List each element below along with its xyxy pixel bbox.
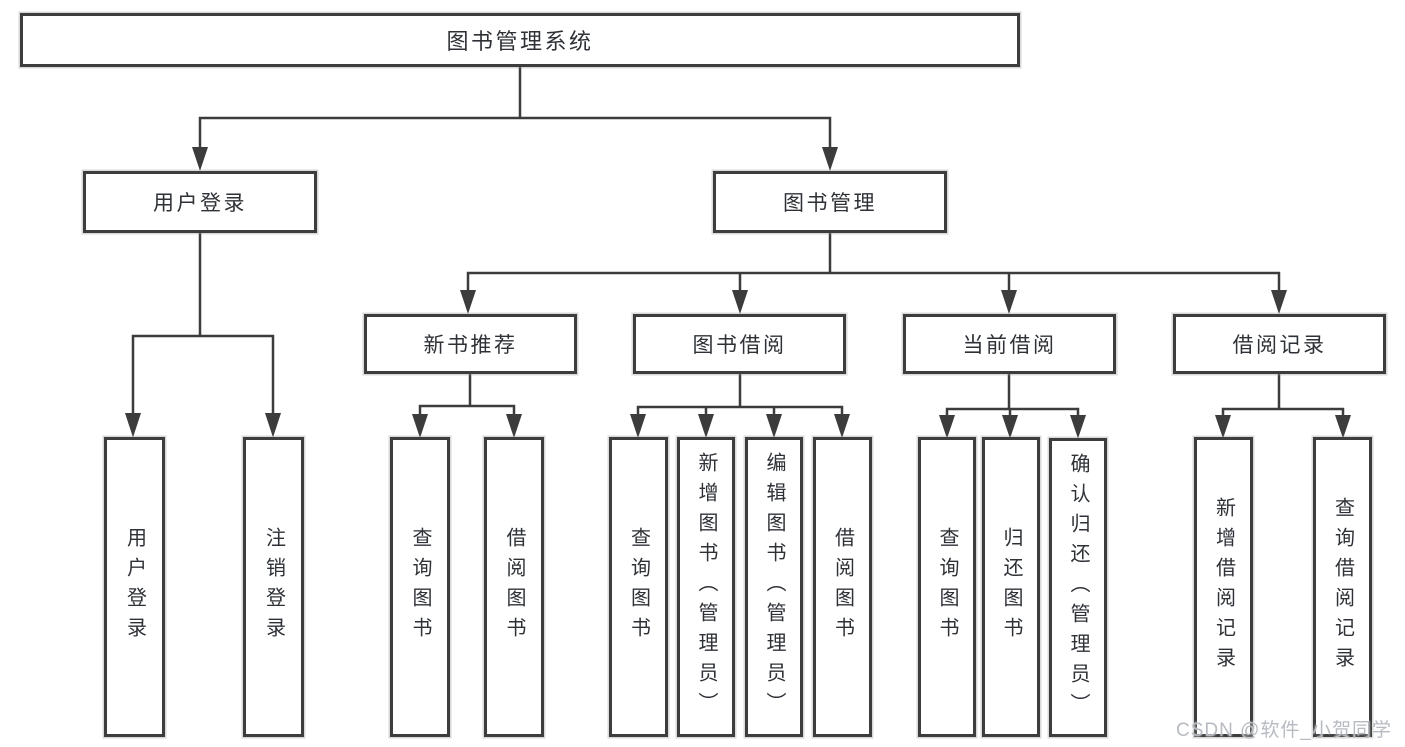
connector-path <box>131 233 275 415</box>
node-new-book-recommend: 新书推荐 <box>364 314 577 374</box>
node-label: 图书管理 <box>783 192 877 215</box>
connector-path <box>1221 374 1345 417</box>
node-label: 查询借阅记录 <box>1331 497 1354 677</box>
arrowhead <box>732 290 748 314</box>
connector-path <box>466 233 1281 292</box>
leaf-current-confirm-return-admin: 确认归还（管理员） <box>1049 438 1107 737</box>
node-label: 注销登录 <box>262 527 285 647</box>
arrowhead <box>1335 415 1351 439</box>
leaf-logout-login: 注销登录 <box>243 437 304 737</box>
leaf-borrow-query-book: 查询图书 <box>609 437 668 737</box>
connector-book-borrow-children <box>630 374 850 438</box>
node-label: 借阅图书 <box>503 527 525 647</box>
watermark: CSDN @软件_小贺同学 <box>1176 720 1392 741</box>
node-borrow-record: 借阅记录 <box>1173 314 1386 374</box>
node-current-borrow: 当前借阅 <box>903 314 1116 374</box>
connector-root-to-level1 <box>192 67 838 171</box>
node-label: 新增图书（管理员） <box>695 452 717 722</box>
connector-book-management-children <box>460 233 1287 314</box>
node-label: 图书借阅 <box>692 334 787 357</box>
arrowhead <box>630 414 646 438</box>
node-root-system: 图书管理系统 <box>20 13 1020 67</box>
node-label: 查询图书 <box>627 527 650 647</box>
connector-path <box>945 374 1080 417</box>
leaf-newbook-borrow-book: 借阅图书 <box>484 437 544 737</box>
node-label: 用户登录 <box>123 527 146 647</box>
leaf-newbook-query-book: 查询图书 <box>390 437 450 737</box>
node-label: 查询图书 <box>936 527 958 647</box>
node-label: 借阅图书 <box>831 527 854 647</box>
leaf-user-login: 用户登录 <box>104 437 165 737</box>
node-label: 归还图书 <box>1000 527 1022 647</box>
arrowhead <box>265 413 281 438</box>
arrowhead <box>822 147 838 171</box>
leaf-record-query-borrow-record: 查询借阅记录 <box>1313 437 1372 737</box>
arrowhead <box>125 413 141 438</box>
node-label: 当前借阅 <box>962 334 1057 357</box>
arrowhead <box>939 415 955 439</box>
arrowhead <box>506 414 522 438</box>
leaf-record-add-borrow-record: 新增借阅记录 <box>1194 437 1253 737</box>
node-user-login: 用户登录 <box>83 171 317 233</box>
node-label: 编辑图书（管理员） <box>763 452 785 722</box>
arrowhead <box>834 414 850 438</box>
arrowhead <box>1002 415 1018 439</box>
arrowhead <box>1271 290 1287 314</box>
node-book-borrow: 图书借阅 <box>633 314 846 374</box>
connector-path <box>636 374 844 416</box>
arrowhead <box>766 414 782 438</box>
connector-user-login-children <box>125 233 281 438</box>
arrowhead <box>1001 290 1017 314</box>
node-label: 图书管理系统 <box>446 29 594 54</box>
arrowhead <box>412 414 428 438</box>
node-book-management: 图书管理 <box>713 171 947 233</box>
node-label: 新书推荐 <box>423 334 518 357</box>
node-label: 用户登录 <box>153 192 247 215</box>
connector-path <box>198 67 832 150</box>
arrowhead <box>1215 415 1231 439</box>
node-label: 查询图书 <box>409 527 431 647</box>
node-label: 新增借阅记录 <box>1212 497 1235 677</box>
connector-path <box>418 374 516 416</box>
leaf-current-return-book: 归还图书 <box>982 437 1040 737</box>
arrowhead <box>698 414 714 438</box>
leaf-current-query-book: 查询图书 <box>918 437 976 737</box>
arrowhead <box>1070 415 1086 439</box>
connector-new-book-children <box>412 374 522 438</box>
connector-current-borrow-children <box>939 374 1086 439</box>
arrowhead <box>192 147 208 171</box>
leaf-borrow-borrow-book: 借阅图书 <box>813 437 872 737</box>
node-label: 借阅记录 <box>1232 334 1327 357</box>
leaf-borrow-add-book-admin: 新增图书（管理员） <box>677 437 735 737</box>
leaf-borrow-edit-book-admin: 编辑图书（管理员） <box>745 437 803 737</box>
arrowhead <box>460 290 476 314</box>
node-label: 确认归还（管理员） <box>1067 452 1089 723</box>
connector-borrow-record-children <box>1215 374 1351 439</box>
